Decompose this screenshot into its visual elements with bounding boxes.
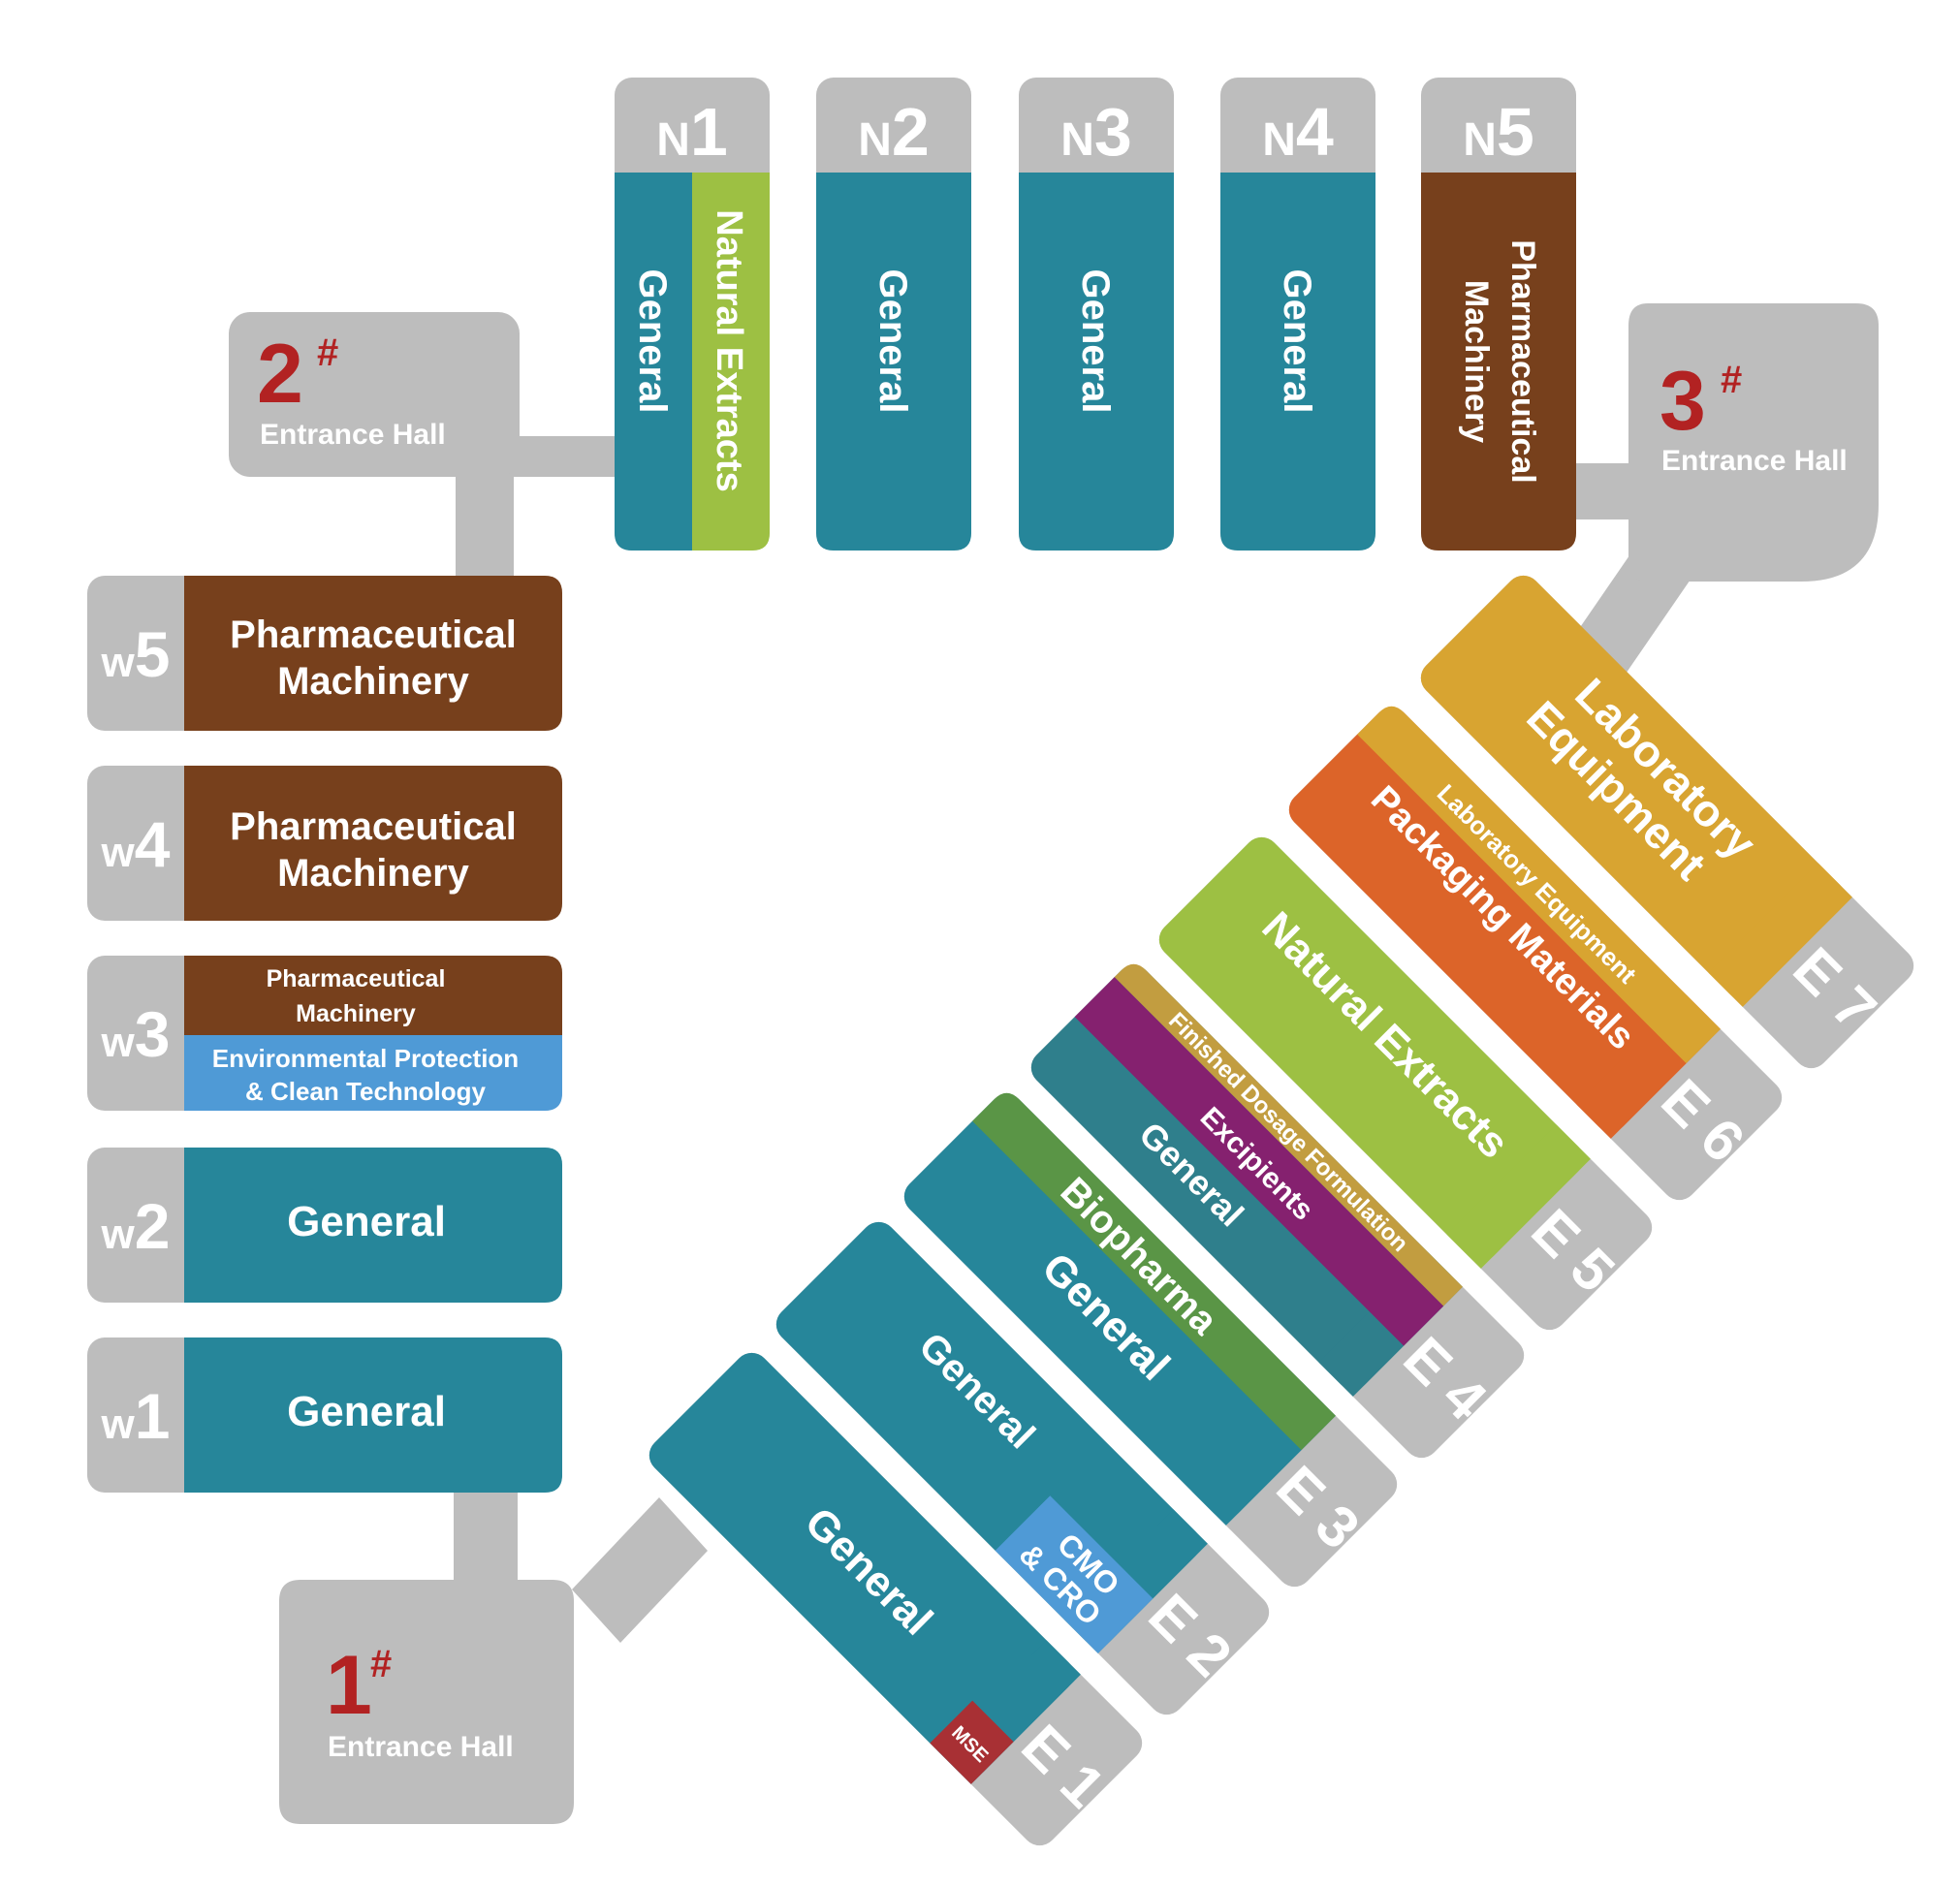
entrance-1-number: 1: [326, 1639, 372, 1732]
hall-n5-code: N5: [1463, 94, 1534, 170]
entrance-1-mark: #: [370, 1643, 392, 1685]
hall-e1[interactable]: General MSE E 1: [642, 1345, 1149, 1852]
entrance-hall-1[interactable]: 1 # Entrance Hall: [279, 1580, 574, 1824]
hall-w3[interactable]: w3 Pharmaceutical Machinery Environmenta…: [87, 956, 562, 1111]
entrance-3-number: 3: [1660, 355, 1706, 448]
hall-n3-code: N3: [1060, 94, 1132, 170]
hall-n5-zone-line-2: Machinery: [1458, 280, 1495, 443]
hall-n4-zone-general: General: [1276, 269, 1318, 414]
hall-w5[interactable]: w5 Pharmaceutical Machinery: [87, 576, 562, 731]
hall-w1[interactable]: w1 General: [87, 1337, 562, 1493]
hall-n4[interactable]: N4 General: [1220, 78, 1375, 551]
hall-e3[interactable]: Biopharma General E 3: [897, 1086, 1404, 1593]
hall-w4[interactable]: w4 Pharmaceutical Machinery: [87, 766, 562, 921]
hall-n5[interactable]: N5 Pharmaceutical Machinery: [1421, 78, 1576, 551]
entrance-2-number: 2: [257, 328, 303, 421]
hall-n4-code: N4: [1262, 94, 1334, 170]
hall-n3-zone-general: General: [1074, 269, 1117, 414]
entrance-hall-3[interactable]: 3 # Entrance Hall: [1628, 303, 1879, 582]
hall-w1-code: w1: [101, 1380, 171, 1452]
hall-w5-line-2: Machinery: [277, 660, 470, 703]
hall-w2-code: w2: [101, 1190, 171, 1262]
entrance-2-label: Entrance Hall: [260, 419, 446, 451]
hall-n2-zone-general: General: [871, 269, 914, 414]
entrance-2-mark: #: [317, 331, 338, 374]
hall-w1-line-1: General: [287, 1388, 446, 1435]
hall-e7[interactable]: Laboratory Equipment E 7: [1413, 568, 1920, 1075]
hall-w3-top-line-2: Machinery: [296, 1000, 416, 1027]
entrance-3-label: Entrance Hall: [1661, 445, 1848, 477]
entrance-hall-2[interactable]: 2 # Entrance Hall: [229, 312, 520, 477]
hall-w4-line-1: Pharmaceutical: [230, 805, 517, 848]
entrance-1-label: Entrance Hall: [328, 1731, 514, 1763]
hall-n1[interactable]: N1 General Natural Extracts: [615, 78, 770, 551]
hall-w4-code: w4: [101, 808, 171, 880]
hall-n1-zone-general: General: [631, 269, 674, 414]
hall-w4-line-2: Machinery: [277, 852, 470, 895]
hall-n1-zone-natural-extracts: Natural Extracts: [709, 209, 749, 491]
hall-n2[interactable]: N2 General: [816, 78, 971, 551]
hall-w3-code: w3: [101, 998, 171, 1070]
hall-n2-code: N2: [858, 94, 930, 170]
hall-w2-line-1: General: [287, 1198, 446, 1245]
entrance-3-mark: #: [1721, 359, 1742, 401]
hall-w3-bottom-line-1: Environmental Protection: [212, 1044, 519, 1073]
hall-w5-code: w5: [101, 618, 171, 690]
hall-w3-bottom-line-2: & Clean Technology: [245, 1077, 487, 1106]
hall-n3[interactable]: N3 General: [1019, 78, 1174, 551]
hall-w3-top-line-1: Pharmaceutical: [267, 965, 446, 992]
hall-w2[interactable]: w2 General: [87, 1148, 562, 1303]
hall-n1-code: N1: [656, 94, 728, 170]
hall-n5-zone-line-1: Pharmaceutical: [1504, 239, 1541, 483]
hall-w5-line-1: Pharmaceutical: [230, 614, 517, 656]
